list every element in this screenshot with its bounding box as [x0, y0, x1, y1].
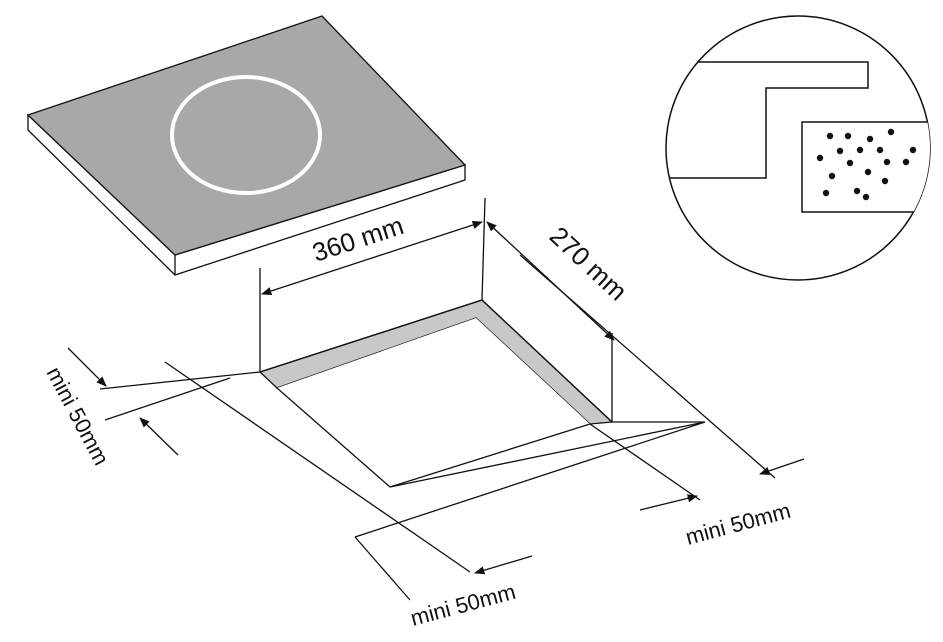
- clearance-bottom: mini 50mm: [408, 555, 533, 631]
- hob: [26, 15, 467, 276]
- detail-view: [665, 15, 931, 281]
- worktop-texture-dots: [816, 128, 917, 201]
- clearance-left: mini 50mm: [42, 347, 179, 470]
- clearance-bottom-label: mini 50mm: [408, 579, 518, 631]
- hob-profile: [666, 61, 869, 179]
- hob-top-surface: [26, 15, 467, 256]
- cutout-opening: [277, 318, 590, 487]
- clearance-right: mini 50mm: [639, 458, 805, 550]
- clearance-left-label: mini 50mm: [42, 363, 115, 470]
- clearance-right-label: mini 50mm: [683, 498, 793, 550]
- cutout: [258, 299, 614, 488]
- worktop-section: [801, 121, 930, 213]
- burner-ring-icon: [170, 75, 322, 195]
- depth-label: 270 mm: [544, 220, 633, 306]
